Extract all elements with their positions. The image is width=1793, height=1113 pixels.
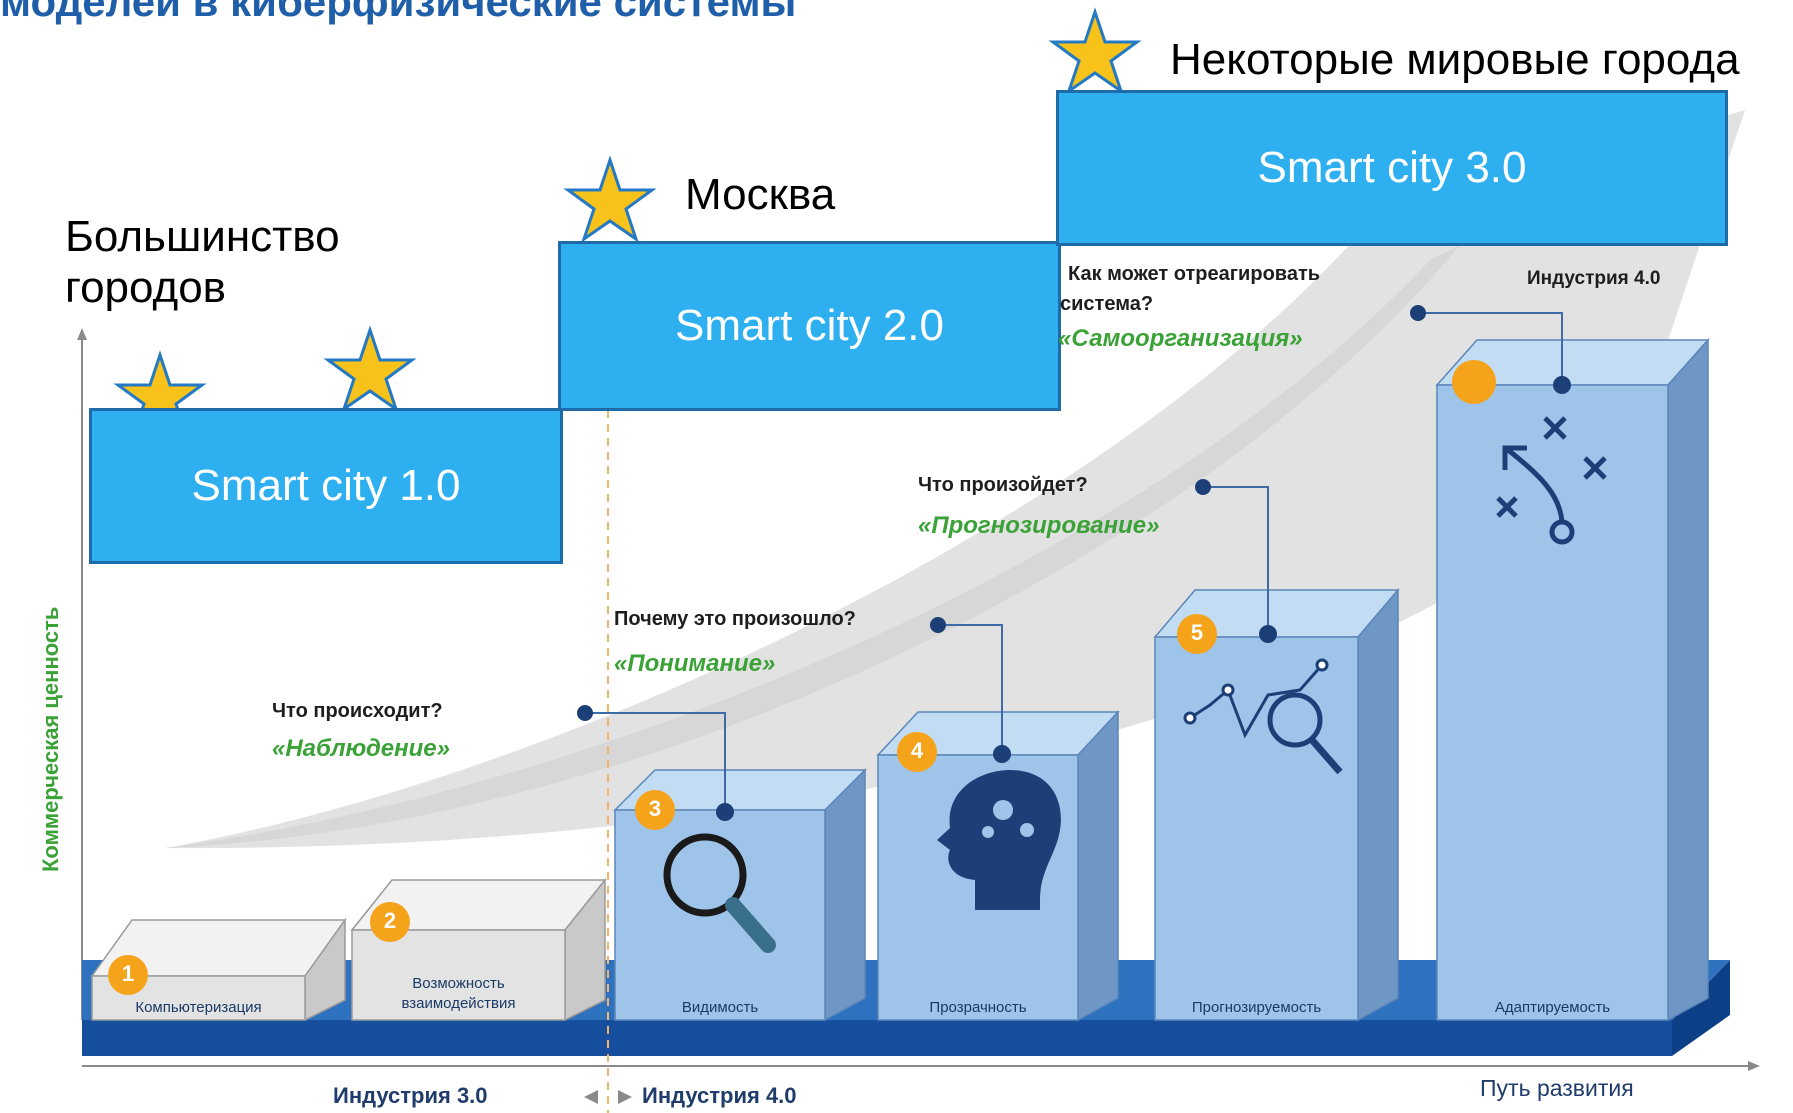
- smart-city-1-box: Smart city 1.0: [89, 408, 563, 564]
- smart-city-3-label: Smart city 3.0: [1257, 143, 1527, 192]
- question-2: Почему это произошло?: [614, 608, 856, 630]
- star-icon: [1048, 7, 1142, 95]
- star-icon: [563, 155, 657, 243]
- badge-5: 5: [1190, 620, 1204, 645]
- question-4-line2: система?: [1060, 293, 1154, 315]
- industry-3-label: Индустрия 3.0: [333, 1083, 488, 1108]
- step-label-3: Видимость: [681, 999, 759, 1016]
- step-label-6: Адаптируемость: [1494, 999, 1611, 1016]
- head-gears-icon: [937, 770, 1061, 910]
- badge-2: 2: [383, 908, 397, 933]
- industry-4-label: Индустрия 4.0: [642, 1083, 797, 1108]
- strategy-play-icon: [1496, 416, 1607, 545]
- smart-city-2-box: Smart city 2.0: [558, 241, 1061, 411]
- step-box-2: [351, 929, 566, 1021]
- step-box-6: [1436, 384, 1669, 1021]
- step-box-5: [1154, 636, 1359, 1021]
- industry-4-top-label: Индустрия 4.0: [1527, 268, 1661, 289]
- cities-world-label: Некоторые мировые города: [1170, 35, 1740, 84]
- smart-city-1-label: Smart city 1.0: [191, 461, 461, 510]
- connectors: [585, 312, 1563, 812]
- question-4-line1: Как может отреагировать: [1068, 263, 1321, 285]
- step-label-4: Прозрачность: [929, 999, 1027, 1016]
- step-box-3: [614, 809, 826, 1021]
- question-1: Что происходит?: [272, 700, 443, 722]
- stage-1-label: «Наблюдение»: [272, 735, 450, 762]
- cities-most-label: Большинство городов: [65, 212, 340, 312]
- step-label-5: Прогнозируемость: [1191, 999, 1322, 1016]
- x-axis-label: Путь развития: [1480, 1075, 1634, 1101]
- magnifier-icon: [663, 833, 776, 953]
- step-label-2: Возможность взаимодействия: [401, 975, 516, 1013]
- stage-4-label: «Самоорганизация»: [1058, 325, 1303, 352]
- stage-2-label: «Понимание»: [614, 650, 776, 677]
- badge-4: 4: [910, 738, 924, 763]
- badge-3: 3: [648, 796, 662, 821]
- y-axis-label: Коммерческая ценность: [38, 606, 63, 872]
- star-icon: [323, 325, 417, 413]
- step-badges: [108, 360, 1496, 995]
- arrow-right-icon: [618, 1090, 632, 1104]
- badge-1: 1: [121, 961, 135, 986]
- cities-moscow-label: Москва: [685, 170, 836, 219]
- arrow-left-icon: [584, 1090, 598, 1104]
- growth-swoosh: [165, 110, 1745, 849]
- smart-city-2-label: Smart city 2.0: [675, 301, 944, 350]
- step-label-1: Компьютеризация: [135, 999, 262, 1016]
- analytics-magnifier-icon: [1183, 658, 1343, 775]
- stage-3-label: «Прогнозирование»: [918, 512, 1160, 539]
- question-3: Что произойдет?: [918, 474, 1088, 496]
- page-title: моделей в киберфизические системы: [0, 0, 797, 25]
- smart-city-3-box: Smart city 3.0: [1056, 90, 1728, 246]
